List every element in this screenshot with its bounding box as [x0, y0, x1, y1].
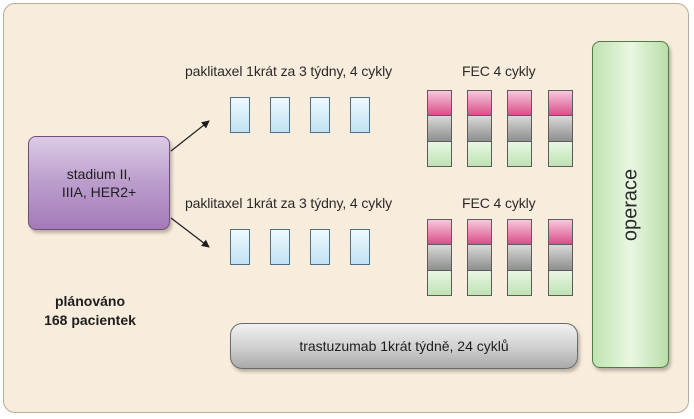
paclitaxel-cycle-block — [310, 97, 330, 133]
operation-bar: operace — [592, 41, 669, 368]
fec-label-arm-1: FEC 4 cykly — [462, 63, 536, 79]
paclitaxel-cycle-block — [230, 229, 250, 265]
stage-line-2: IIIA, HER2+ — [61, 184, 137, 200]
fec-cycle-block — [507, 90, 532, 167]
trastuzumab-label: trastuzumab 1krát týdně, 24 cyklů — [299, 338, 509, 354]
fec-cycle-block — [548, 90, 573, 167]
fec-cycle-block — [427, 90, 452, 167]
fec-label-arm-2: FEC 4 cykly — [462, 195, 536, 211]
stage-line-1: stadium II, — [66, 166, 132, 182]
stage-box: stadium II, IIIA, HER2+ — [28, 136, 170, 230]
fec-cycle-block — [467, 219, 492, 296]
paclitaxel-cycle-block — [310, 229, 330, 265]
planned-line-2: 168 pacientek — [44, 312, 136, 328]
paclitaxel-label-arm-1: paklitaxel 1krát za 3 týdny, 4 cykly — [185, 63, 393, 79]
planned-line-1: plánováno — [54, 293, 125, 309]
paclitaxel-cycle-block — [230, 97, 250, 133]
fec-cycle-block — [467, 90, 492, 167]
paclitaxel-label-arm-2: paklitaxel 1krát za 3 týdny, 4 cykly — [185, 195, 393, 211]
paclitaxel-cycle-block — [350, 97, 370, 133]
trastuzumab-bar: trastuzumab 1krát týdně, 24 cyklů — [230, 323, 578, 369]
arrow-to-arm-1 — [170, 120, 210, 152]
fec-cycle-block — [427, 219, 452, 296]
arrow-to-arm-2 — [170, 217, 210, 248]
paclitaxel-cycle-block — [350, 229, 370, 265]
paclitaxel-cycle-block — [270, 229, 290, 265]
fec-cycle-block — [548, 219, 573, 296]
paclitaxel-cycle-block — [270, 97, 290, 133]
fec-cycle-block — [507, 219, 532, 296]
operation-label: operace — [619, 168, 641, 241]
planned-enrollment: plánováno 168 pacientek — [20, 292, 160, 330]
